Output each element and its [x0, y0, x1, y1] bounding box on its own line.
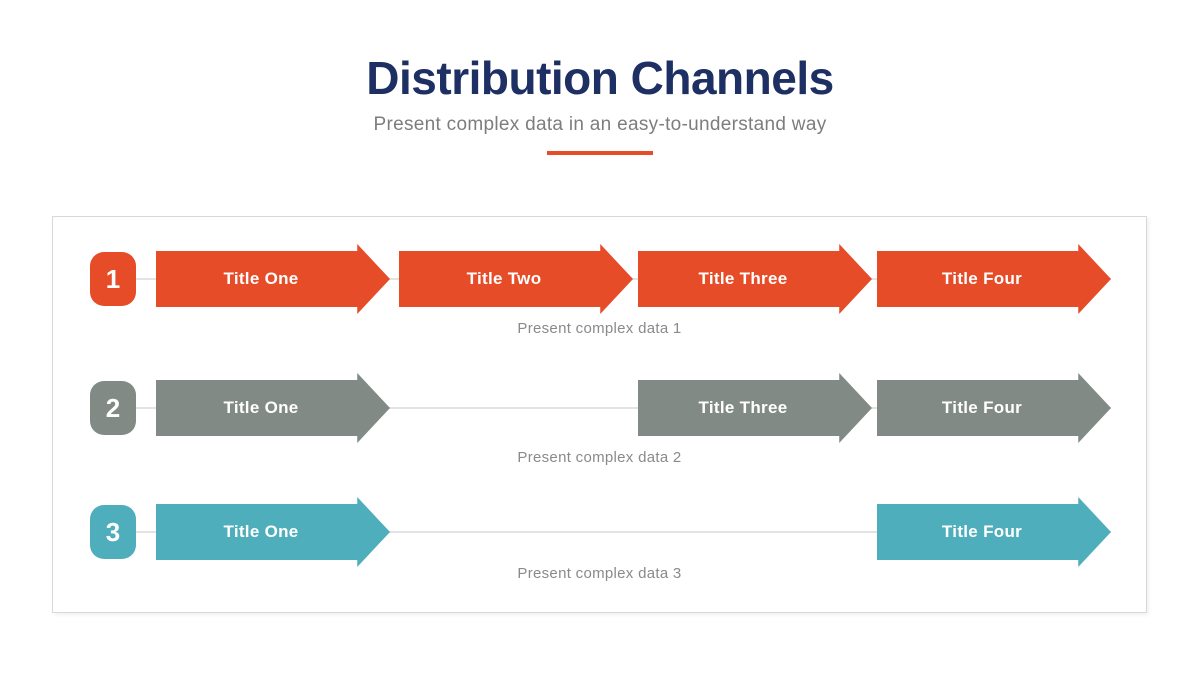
process-arrow-title-three: Title Three [638, 244, 872, 314]
arrow-label: Title One [223, 398, 299, 417]
slide-header: Distribution Channels Present complex da… [0, 52, 1200, 155]
arrow-label: Title One [223, 522, 299, 541]
process-arrow-title-four: Title Four [877, 373, 1111, 443]
process-arrow-title-four: Title Four [877, 497, 1111, 567]
process-arrow-title-two: Title Two [399, 244, 633, 314]
arrow-label: Title Four [941, 522, 1023, 541]
arrow-label: Title Three [698, 398, 788, 417]
process-arrow-title-four: Title Four [877, 244, 1111, 314]
process-arrow-title-one: Title One [156, 497, 390, 567]
process-row-1: 1 Title One Title Two Title Three Title … [53, 244, 1146, 337]
arrow-label: Title Three [698, 269, 788, 288]
page-subtitle: Present complex data in an easy-to-under… [373, 113, 827, 135]
process-arrow-title-one: Title One [156, 244, 390, 314]
arrow-label: Title One [223, 269, 299, 288]
process-row-2: 2 Title One Title Three Title Four Prese… [53, 373, 1146, 466]
arrow-label: Title Four [941, 269, 1023, 288]
step-number-badge: 3 [90, 505, 136, 559]
connector-line [136, 407, 1111, 409]
connector-line [136, 531, 1111, 533]
process-arrow-title-one: Title One [156, 373, 390, 443]
row-caption: Present complex data 1 [517, 320, 682, 337]
step-number-badge: 2 [90, 381, 136, 435]
process-arrow-title-three: Title Three [638, 373, 872, 443]
content-panel: 1 Title One Title Two Title Three Title … [52, 216, 1147, 613]
step-number-badge: 1 [90, 252, 136, 306]
row-caption: Present complex data 2 [517, 449, 682, 466]
arrow-label: Title Two [466, 269, 542, 288]
arrow-label: Title Four [941, 398, 1023, 417]
page-title: Distribution Channels [366, 52, 834, 104]
process-row-3: 3 Title One Title Four Present complex d… [53, 497, 1146, 582]
title-underline [547, 150, 653, 155]
row-caption: Present complex data 3 [517, 565, 682, 582]
